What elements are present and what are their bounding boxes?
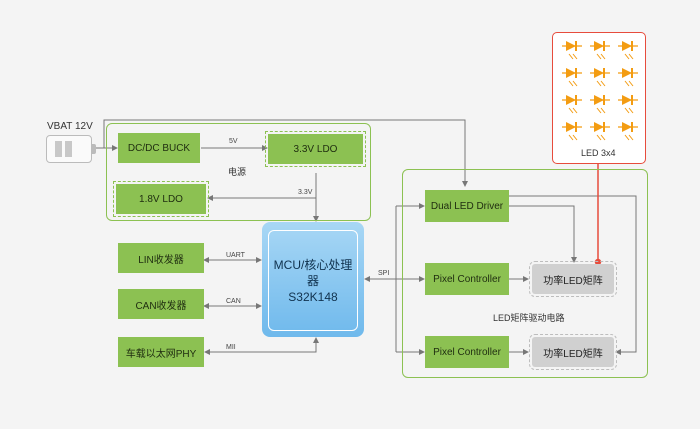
ethernet-phy-block: 车载以太网PHY xyxy=(118,337,204,367)
mcu-title: MCU/核心处理器 xyxy=(273,257,353,288)
led-diode-icon xyxy=(562,41,582,60)
power-led-matrix-1-block: 功率LED矩阵 xyxy=(529,261,617,297)
led-diode-icon xyxy=(562,68,582,87)
wire-mii-label: MII xyxy=(226,344,236,351)
ldo-18v-block: 1.8V LDO xyxy=(113,181,209,217)
led-driver-group-label: LED矩阵驱动电路 xyxy=(493,313,565,323)
wire-33v-label: 3.3V xyxy=(298,189,313,196)
power-group xyxy=(106,123,371,221)
led-diode-icon xyxy=(618,68,638,87)
led-diode-icon xyxy=(590,68,610,87)
led-driver-group xyxy=(402,169,648,378)
ldo-33v-block: 3.3V LDO xyxy=(265,131,366,167)
led-array-label: LED 3x4 xyxy=(581,148,616,158)
vbat-label: VBAT 12V xyxy=(47,121,93,132)
led-diode-icon xyxy=(618,41,638,60)
battery-icon xyxy=(46,135,96,163)
pixel-controller-1-block: Pixel Controller xyxy=(425,263,509,295)
led-diode-icon xyxy=(590,122,610,141)
wire-uart-label: UART xyxy=(226,252,245,259)
led-diode-icon xyxy=(562,122,582,141)
mcu-part-number: S32K148 xyxy=(288,289,338,304)
power-group-label: 电源 xyxy=(228,167,247,177)
led-diode-icon xyxy=(618,122,638,141)
dual-led-driver-block: Dual LED Driver xyxy=(425,190,509,222)
mcu-label: MCU/核心处理器 S32K148 xyxy=(268,230,358,331)
wire-spi-label: SPI xyxy=(378,270,390,277)
pixel-controller-2-block: Pixel Controller xyxy=(425,336,509,368)
mcu-block xyxy=(262,222,364,337)
dcdc-buck-block: DC/DC BUCK xyxy=(118,133,200,163)
power-led-matrix-2-block: 功率LED矩阵 xyxy=(529,334,617,370)
wire-5v-label: 5V xyxy=(229,138,238,145)
led-diode-icon xyxy=(590,41,610,60)
led-diode-icon xyxy=(618,95,638,114)
led-diode-icon xyxy=(590,95,610,114)
led-diode-icon xyxy=(562,95,582,114)
wire-can-label: CAN xyxy=(226,298,241,305)
lin-transceiver-block: LIN收发器 xyxy=(118,243,204,273)
can-transceiver-block: CAN收发器 xyxy=(118,289,204,319)
